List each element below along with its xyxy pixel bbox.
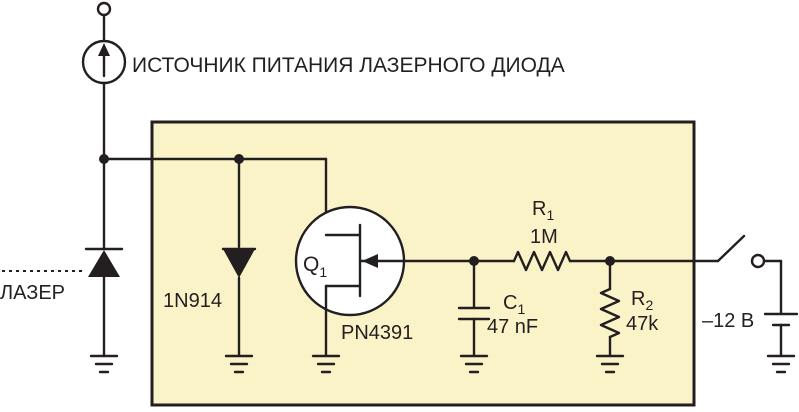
- ground-diode-icon: [224, 354, 254, 374]
- ground-capacitor-icon: [459, 354, 489, 374]
- battery-label: –12 В: [702, 310, 754, 332]
- r1-value: 1M: [530, 226, 558, 248]
- r2-value: 47k: [626, 313, 659, 335]
- r2-label: R2: [631, 288, 653, 313]
- ground-r2-icon: [595, 354, 625, 374]
- supply-label: ИСТОЧНИК ПИТАНИЯ ЛАЗЕРНОГО ДИОДА: [132, 54, 565, 77]
- switch-terminal: [750, 253, 766, 269]
- ground-transistor-icon: [311, 354, 341, 374]
- gate-arrow-icon: [362, 254, 378, 268]
- r1-label: R1: [532, 198, 554, 223]
- supply-source: ИСТОЧНИК ПИТАНИЯ ЛАЗЕРНОГО ДИОДА: [81, 1, 565, 161]
- transistor-q1: Q1 PN4391: [294, 157, 476, 357]
- ground-battery-icon: [766, 354, 796, 374]
- current-arrow-icon: [98, 43, 110, 56]
- transistor-label: PN4391: [341, 322, 413, 344]
- resistor-r2: R2 47k: [599, 259, 659, 357]
- diode-label: 1N914: [163, 290, 222, 312]
- laser-diode-symbol: [88, 250, 120, 277]
- supply-terminal: [96, 1, 112, 17]
- capacitor-c1: C1 47 nF: [457, 259, 538, 357]
- laser-diode: ЛАЗЕР: [0, 157, 124, 357]
- ground-laser-icon: [89, 354, 119, 374]
- laser-label: ЛАЗЕР: [0, 282, 65, 304]
- q1-label: Q1: [303, 253, 327, 280]
- switch: [716, 234, 783, 315]
- resistor-r1: R1 1M: [472, 198, 612, 272]
- c1-value: 47 nF: [487, 316, 538, 338]
- diode-1n914-symbol: [223, 249, 255, 278]
- c1-label: C1: [503, 292, 525, 317]
- battery: –12 В: [702, 310, 799, 357]
- diode-1n914: 1N914: [163, 157, 257, 357]
